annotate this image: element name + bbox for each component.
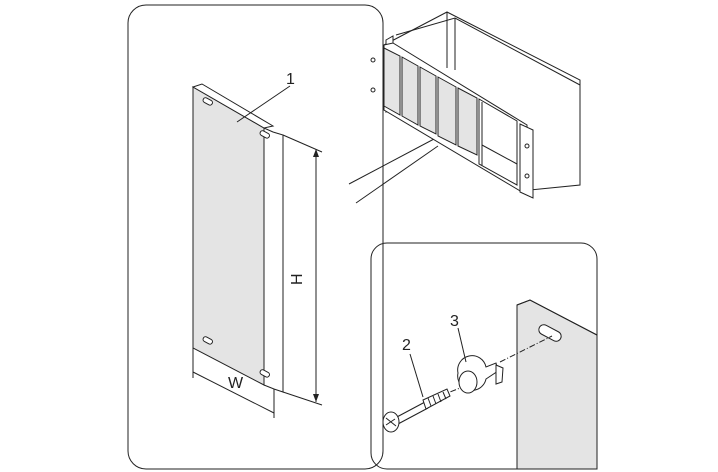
front-panel [191, 83, 284, 393]
label-width: W [228, 375, 244, 392]
panel-edge-detail [516, 299, 598, 470]
mounting-slot-icon [202, 97, 270, 378]
height-dimension [282, 134, 323, 406]
label-cage-nut: 3 [450, 313, 459, 330]
subrack [370, 11, 581, 199]
screw [382, 388, 451, 433]
cage-nut [457, 355, 504, 394]
width-dimension [192, 348, 275, 418]
label-screw: 2 [402, 337, 411, 354]
label-panel: 1 [286, 71, 295, 88]
panel-detail-frame [127, 4, 384, 470]
label-height: H [289, 273, 306, 285]
